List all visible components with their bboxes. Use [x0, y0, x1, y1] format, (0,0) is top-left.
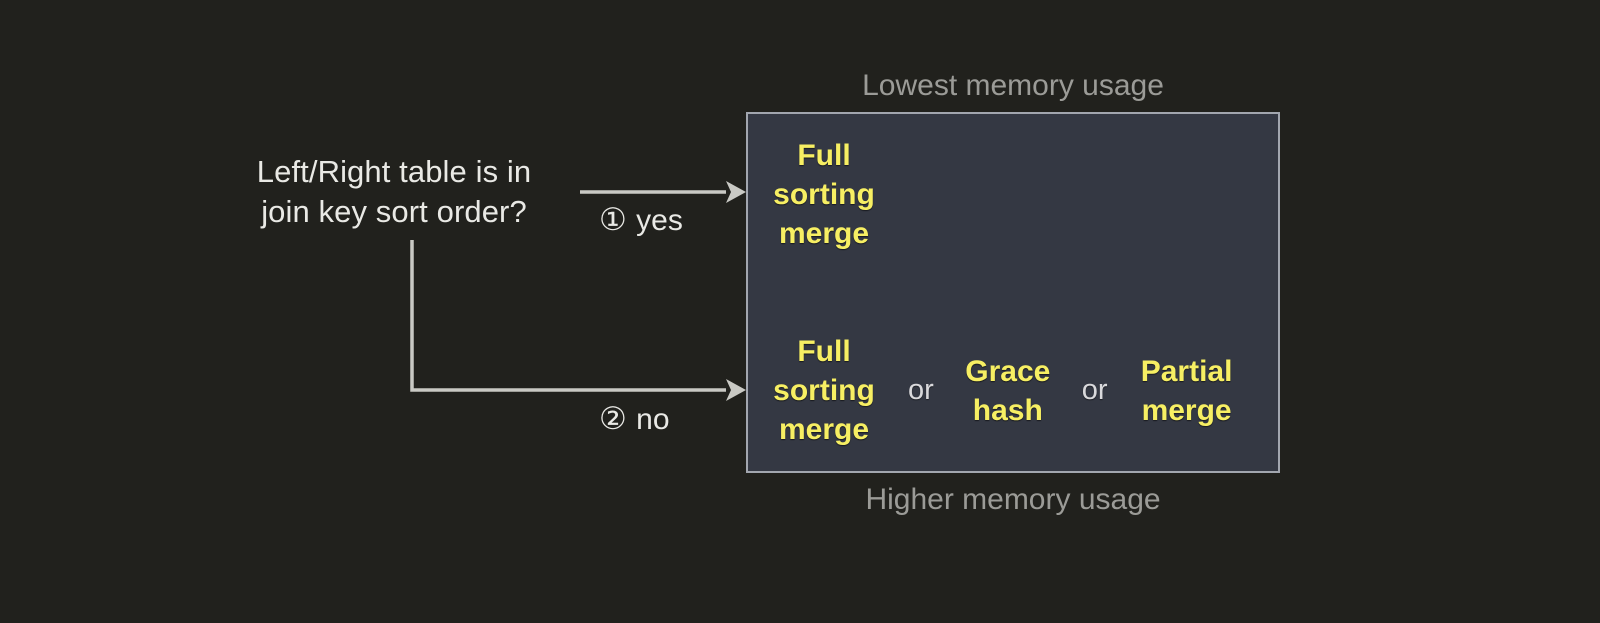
- option-line: hash: [972, 393, 1043, 427]
- option-separator-1: or: [908, 374, 934, 406]
- option-row-unsorted: Full sorting merge or Grace hash or Part…: [758, 332, 1248, 449]
- option-line: Full: [797, 139, 851, 172]
- branch-label-no: ② no: [599, 402, 670, 437]
- branch-marker-2: ②: [599, 401, 628, 436]
- option-line: merge: [778, 413, 870, 446]
- option-full-sorting-merge-sorted: Full sorting merge: [758, 136, 890, 253]
- branch-marker-1: ①: [599, 202, 628, 237]
- arrow-yes: [580, 181, 746, 203]
- option-line: Full: [797, 335, 851, 368]
- option-line: merge: [778, 217, 870, 250]
- branch-label-yes: ① yes: [599, 203, 683, 238]
- caption-lowest-memory: Lowest memory usage: [862, 69, 1164, 102]
- option-separator-2: or: [1081, 374, 1108, 406]
- option-line: Grace: [965, 354, 1051, 388]
- option-line: merge: [1141, 393, 1232, 427]
- option-full-sorting-merge-unsorted: Full sorting merge: [758, 332, 890, 449]
- option-line: Partial: [1140, 354, 1233, 388]
- decision-question-line-1: Left/Right table is in: [256, 154, 532, 189]
- option-line: sorting: [773, 178, 875, 211]
- decision-question: Left/Right table is in join key sort ord…: [214, 152, 574, 232]
- option-partial-merge: Partial merge: [1126, 352, 1248, 430]
- option-line: sorting: [773, 374, 875, 407]
- branch-text-no: no: [636, 403, 670, 436]
- option-grace-hash: Grace hash: [952, 352, 1064, 430]
- branch-text-yes: yes: [636, 204, 683, 237]
- caption-higher-memory: Higher memory usage: [865, 483, 1161, 516]
- options-panel: Full sorting merge Full sorting merge or…: [746, 112, 1280, 473]
- decision-question-line-2: join key sort order?: [261, 194, 527, 229]
- arrow-no: [410, 240, 746, 401]
- option-row-sorted: Full sorting merge: [758, 136, 890, 253]
